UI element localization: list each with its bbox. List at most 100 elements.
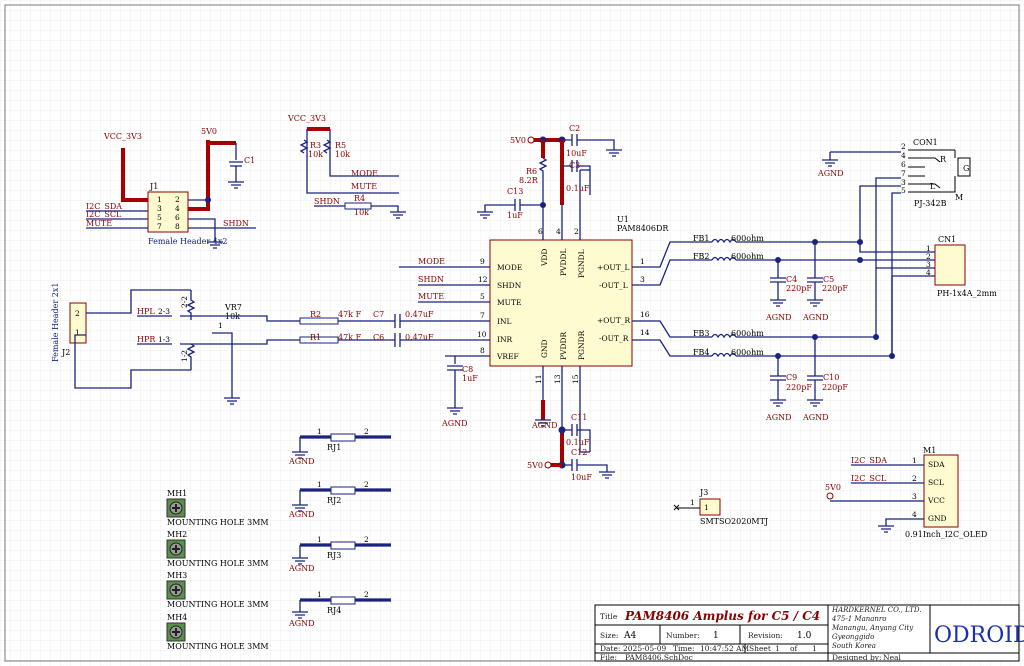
schematic-label: HARDKERNEL CO., LTD. (831, 606, 921, 614)
schematic-label: of (790, 644, 799, 653)
schematic-label: FB2 (693, 252, 710, 261)
schematic-label: GND (540, 339, 549, 358)
schematic-label: MOUNTING HOLE 3MM (167, 600, 269, 609)
schematic-label: C12 (571, 448, 587, 457)
schematic-label: 4 (912, 510, 917, 519)
schematic-label: South Korea (832, 642, 876, 650)
schematic-label: 1 (912, 456, 917, 465)
mounting-hole-icon (166, 622, 186, 642)
schematic-label: 1 (775, 644, 780, 653)
schematic-label: SDA (928, 460, 945, 469)
schematic-label: VCC (927, 496, 945, 505)
schematic-label: 1 (812, 644, 817, 653)
schematic-label: MH2 (167, 530, 187, 539)
schematic-label: R1 (310, 333, 321, 342)
schematic-label: C8 (462, 365, 473, 374)
schematic-label: AGND (802, 413, 829, 422)
schematic-label: MODE (497, 263, 522, 272)
schematic-label: 2 (364, 535, 369, 544)
schematic-label: 10uF (571, 473, 592, 482)
cn1-connector: CN1 1 2 3 4 PH-1x4A_2mm (926, 235, 997, 298)
schematic-label: PH-1x4A_2mm (937, 289, 997, 298)
schematic-label: 600ohm (731, 348, 764, 357)
schematic-label: AGND (531, 421, 558, 430)
schematic-label: R6 (526, 167, 537, 176)
schematic-label: MODE (418, 257, 445, 266)
net-vcc3v3-label: VCC_3V3 (103, 132, 142, 141)
schematic-label: RJ3 (327, 551, 341, 560)
net-mute-label: MUTE (86, 219, 112, 228)
schematic-label: Number: (666, 631, 700, 640)
schematic-label: 5 (480, 292, 485, 301)
schematic-label: M1 (923, 446, 936, 455)
schematic-label: INL (497, 317, 512, 326)
r3-ref: R3 (310, 141, 321, 150)
schematic-label: 2 (926, 252, 931, 261)
schematic-label: Neal (883, 653, 901, 662)
schematic-label: 5 (901, 186, 906, 195)
schematic-label: 8.2R (519, 176, 539, 185)
schematic-label: 1 (640, 257, 645, 266)
r4-ref: R4 (354, 194, 365, 203)
schematic-label: 600ohm (731, 252, 764, 261)
schematic-label: 2-2 (180, 296, 189, 308)
j1-pin: 5 (157, 213, 162, 222)
schematic-label: 2 (912, 474, 917, 483)
schematic-label: 1-2 (180, 350, 189, 362)
schematic-label: 6 (538, 227, 543, 236)
schematic-label: GND (928, 514, 947, 523)
u1-chip: U1 PAM8406DR MODE 9 SHDN 12 MUTE 5 INL 7… (477, 215, 669, 384)
schematic-label: 220pF (786, 284, 812, 293)
schematic-label: J2 (61, 348, 70, 357)
schematic-label: C4 (786, 275, 797, 284)
schematic-label: Sheet (749, 644, 771, 653)
schematic-label: 10uF (566, 149, 587, 158)
j1-pin: 2 (175, 195, 180, 204)
r5-ref: R5 (335, 141, 346, 150)
schematic-label: 47k F (338, 333, 362, 342)
schematic-label: PAM8406.SchDoc (625, 653, 693, 662)
schematic-label: C2 (569, 124, 580, 133)
schematic-label: AGND (288, 457, 315, 466)
schematic-label: -OUT_L (599, 281, 628, 290)
schematic-label: 1 (317, 590, 322, 599)
mounting-hole-icon (166, 498, 186, 518)
schematic-label: RJ2 (327, 496, 341, 505)
j1-value: Female Header 4x2 (148, 237, 227, 246)
j1-pin: 1 (157, 195, 162, 204)
schematic-label: FB4 (693, 348, 710, 357)
schematic-label: C6 (373, 333, 384, 342)
schematic-label: 1 (317, 480, 322, 489)
schematic-label: AGND (765, 313, 792, 322)
schematic-label: SHDN (418, 275, 444, 284)
schematic-label: 0.1uF (566, 438, 590, 447)
schematic-label: 8 (480, 346, 485, 355)
schematic-label: M (955, 193, 963, 202)
schematic-label: Manangu, Anyang City (831, 624, 914, 632)
schematic-label: MH1 (167, 489, 187, 498)
schematic-label: INR (497, 335, 513, 344)
schematic-label: PJ-342B (914, 199, 947, 208)
j1-pin: 8 (175, 222, 180, 231)
schematic-label: 5V0 (825, 483, 841, 492)
con1-jack: CON1 2 4 6 7 3 5 G R L M PJ-342B (901, 138, 971, 208)
schematic-label: SMTSO2020MTJ (700, 517, 768, 526)
schematic-label: 3 (640, 275, 645, 284)
mounting-hole-icon (166, 580, 186, 600)
schematic-label: 2025-05-09 (623, 644, 666, 653)
schematic-label: 220pF (822, 383, 848, 392)
schematic-label: CON1 (913, 138, 938, 147)
title-text: PAM8406 Amplus for C5 / C4 (624, 609, 820, 623)
net-hpr-label: HPR (137, 335, 156, 344)
j1-pin: 4 (175, 204, 180, 213)
schematic-label: Designed by: (832, 653, 882, 662)
net-i2c-sda-label: I2C_SDA (86, 202, 122, 211)
schematic-label: 1 (317, 427, 322, 436)
schematic-label: 0.91Inch_I2C_OLED (905, 530, 987, 539)
schematic-label: 1 (75, 328, 80, 337)
schematic-label: C5 (823, 275, 834, 284)
net-5v0-label: 5V0 (201, 127, 217, 136)
schematic-label: 13 (553, 374, 562, 384)
schematic-label: FB3 (693, 329, 710, 338)
schematic-label: File: (600, 653, 617, 662)
